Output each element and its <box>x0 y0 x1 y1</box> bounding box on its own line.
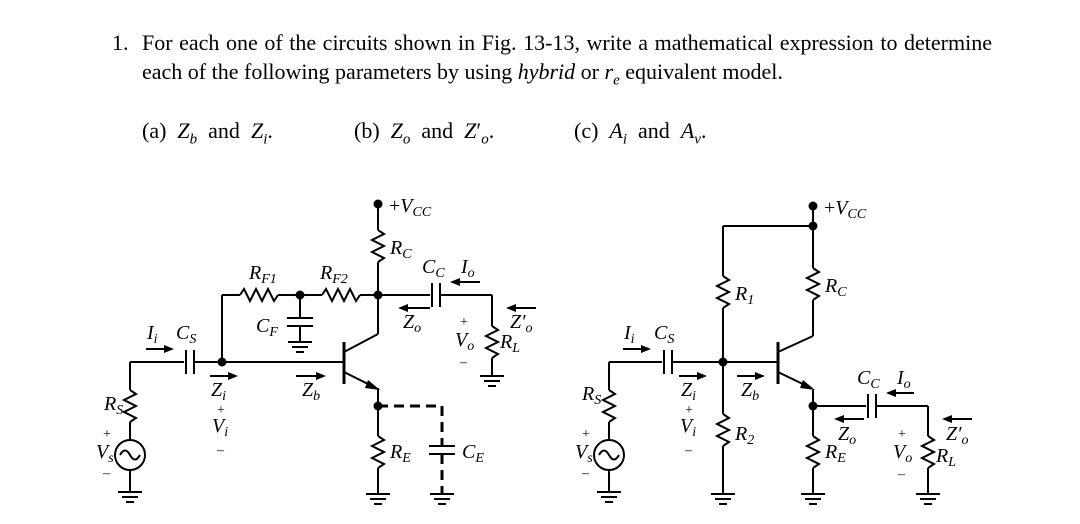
svg-text:Ii: Ii <box>623 322 635 347</box>
svg-text:CS: CS <box>654 322 674 347</box>
svg-text:+: + <box>460 315 468 330</box>
svg-text:Vo: Vo <box>455 329 474 354</box>
svg-text:+VCC: +VCC <box>389 195 432 220</box>
svg-text:Zb: Zb <box>741 379 759 404</box>
svg-text:Vo: Vo <box>893 441 912 466</box>
svg-text:Zo: Zo <box>403 311 421 336</box>
svg-text:R1: R1 <box>734 283 754 308</box>
svg-text:+: + <box>685 403 693 418</box>
svg-text:Vs: Vs <box>575 441 593 466</box>
svg-text:Zi: Zi <box>681 379 696 404</box>
svg-text:+: + <box>898 427 906 442</box>
svg-text:Z′o: Z′o <box>946 423 969 448</box>
svg-text:RL: RL <box>935 445 956 470</box>
svg-text:–: – <box>897 467 906 482</box>
svg-text:Io: Io <box>460 256 475 281</box>
svg-text:RS: RS <box>581 383 601 408</box>
part-b: (b) Zo and Z′o. <box>354 118 495 148</box>
svg-text:+VCC: +VCC <box>824 197 867 222</box>
svg-text:RS: RS <box>103 393 123 418</box>
svg-text:RF1: RF1 <box>248 262 277 287</box>
svg-text:–: – <box>684 443 693 458</box>
circuit-right: +VCC R1 RC CS Ii Zi Zb + Vi – <box>575 197 972 505</box>
svg-text:Z′o: Z′o <box>510 311 533 336</box>
svg-text:Zi: Zi <box>211 379 226 404</box>
svg-text:RC: RC <box>824 275 847 300</box>
svg-text:CE: CE <box>462 441 484 466</box>
part-a: (a) Zb and Zi. <box>142 118 273 148</box>
svg-text:Vs: Vs <box>96 441 114 466</box>
svg-text:–: – <box>459 355 468 370</box>
svg-text:RL: RL <box>499 331 520 356</box>
part-c: (c) Ai and Av. <box>574 118 707 148</box>
svg-text:Zb: Zb <box>302 379 320 404</box>
svg-text:–: – <box>581 466 590 481</box>
svg-text:CC: CC <box>422 256 445 281</box>
svg-text:CS: CS <box>176 322 196 347</box>
problem-number: 1. <box>112 30 129 55</box>
svg-text:R2: R2 <box>734 423 754 448</box>
svg-text:+: + <box>217 403 225 418</box>
svg-text:RC: RC <box>389 237 412 262</box>
svg-text:Io: Io <box>896 367 911 392</box>
svg-text:RE: RE <box>389 441 411 466</box>
svg-text:Vi: Vi <box>212 415 228 440</box>
circuit-left: +VCC RC RF1 RF2 CF CC Io <box>96 195 536 505</box>
problem-text: For each one of the circuits shown in Fi… <box>142 30 992 89</box>
svg-text:Zo: Zo <box>838 423 856 448</box>
svg-text:+: + <box>103 427 111 442</box>
svg-text:–: – <box>102 466 111 481</box>
svg-text:Vi: Vi <box>680 415 696 440</box>
svg-text:+: + <box>582 427 590 442</box>
svg-text:Ii: Ii <box>146 322 158 347</box>
svg-text:CC: CC <box>857 367 880 392</box>
svg-text:RF2: RF2 <box>319 262 348 287</box>
svg-text:–: – <box>216 443 225 458</box>
svg-text:CF: CF <box>256 315 278 340</box>
